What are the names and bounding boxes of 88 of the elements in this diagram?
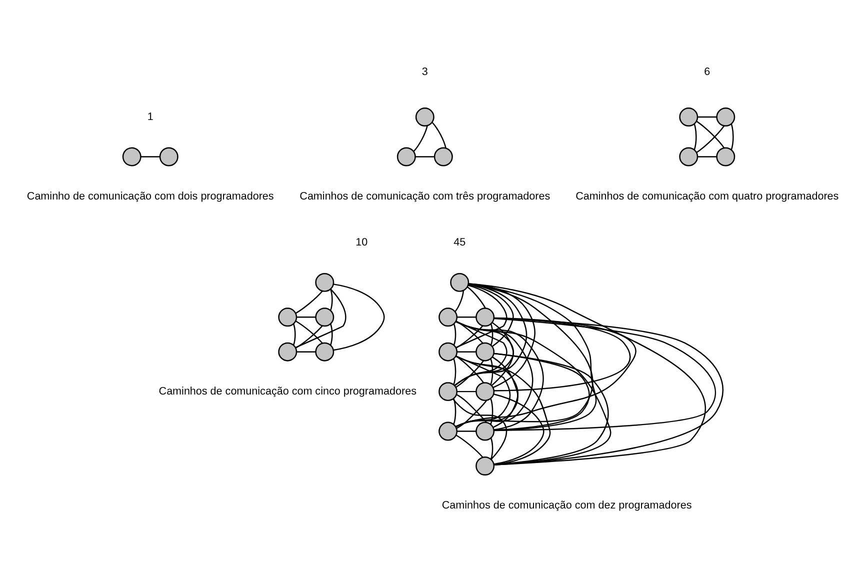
connector <box>454 283 528 386</box>
node-circle <box>716 146 736 166</box>
connector <box>432 122 446 148</box>
connector <box>490 323 494 345</box>
connector <box>457 316 476 318</box>
connector <box>330 288 333 310</box>
connector <box>696 120 725 148</box>
node-circle <box>438 421 458 440</box>
connector <box>454 290 464 312</box>
node-circle <box>438 307 458 326</box>
connector <box>456 400 487 428</box>
node-circle <box>476 307 495 326</box>
connector <box>456 325 484 348</box>
label: Caminhos de comunicação com quatro programadores <box>576 190 839 202</box>
connector <box>456 355 551 465</box>
label: 1 <box>147 110 154 122</box>
label: 3 <box>422 66 428 78</box>
connector <box>456 360 484 388</box>
connector <box>494 317 724 465</box>
connector <box>696 125 725 152</box>
node-circle <box>122 146 142 166</box>
connector <box>490 358 494 384</box>
node-circle <box>278 342 298 361</box>
connector <box>293 323 296 345</box>
connector <box>452 398 508 460</box>
connector <box>468 282 536 388</box>
connector <box>453 323 456 345</box>
label: Caminhos de comunicação com cinco programadores <box>158 384 416 397</box>
node-circle <box>159 146 178 166</box>
connector <box>457 350 476 352</box>
connector <box>694 123 697 150</box>
connector <box>295 288 346 348</box>
connector <box>296 350 316 352</box>
connector <box>413 125 428 152</box>
connector <box>457 430 476 432</box>
node-circle <box>438 382 458 401</box>
label: Caminhos de comunicação com três programadores <box>300 190 550 202</box>
node-circle <box>450 272 470 292</box>
label: Caminhos de comunicação com dez programadores <box>442 499 692 512</box>
node-circle <box>396 146 416 166</box>
connector <box>456 394 487 422</box>
connector <box>456 320 612 465</box>
node-circle <box>476 456 495 475</box>
connector <box>296 290 323 314</box>
connector <box>456 284 508 348</box>
node-circle <box>476 342 495 361</box>
connector <box>698 156 717 157</box>
connector <box>494 317 716 431</box>
node-circle <box>278 307 298 326</box>
connector <box>296 316 316 318</box>
node-circle <box>679 146 698 166</box>
connector <box>415 156 434 157</box>
connector <box>494 352 590 430</box>
node-circle <box>438 342 458 361</box>
connector <box>490 437 494 459</box>
connector <box>456 320 484 344</box>
connector <box>467 286 486 308</box>
connector <box>457 390 476 392</box>
label: 45 <box>454 236 466 248</box>
connector <box>730 123 734 150</box>
connector <box>698 116 717 118</box>
connector <box>494 393 544 464</box>
connector <box>456 434 484 458</box>
node-circle <box>476 382 495 401</box>
connector <box>140 156 160 157</box>
node-circle <box>415 107 434 126</box>
node-circle <box>434 146 453 166</box>
connector <box>468 284 514 346</box>
node-circle <box>476 421 495 440</box>
connector <box>490 398 494 424</box>
connector <box>296 325 323 348</box>
connector <box>333 283 385 350</box>
connector <box>453 358 456 384</box>
label: 10 <box>356 236 368 248</box>
label: Caminho de comunicação com dois programadores <box>26 190 274 202</box>
node-circle <box>716 107 736 126</box>
connector <box>453 398 456 424</box>
node-circle <box>679 107 698 126</box>
label: 6 <box>704 66 710 78</box>
connector <box>330 323 333 345</box>
node-circle <box>315 342 334 361</box>
connector <box>456 355 484 382</box>
connector <box>296 320 323 344</box>
node-circle <box>315 307 334 326</box>
connector <box>456 316 636 427</box>
node-circle <box>315 272 334 292</box>
connector <box>494 352 609 465</box>
connector <box>468 282 706 465</box>
